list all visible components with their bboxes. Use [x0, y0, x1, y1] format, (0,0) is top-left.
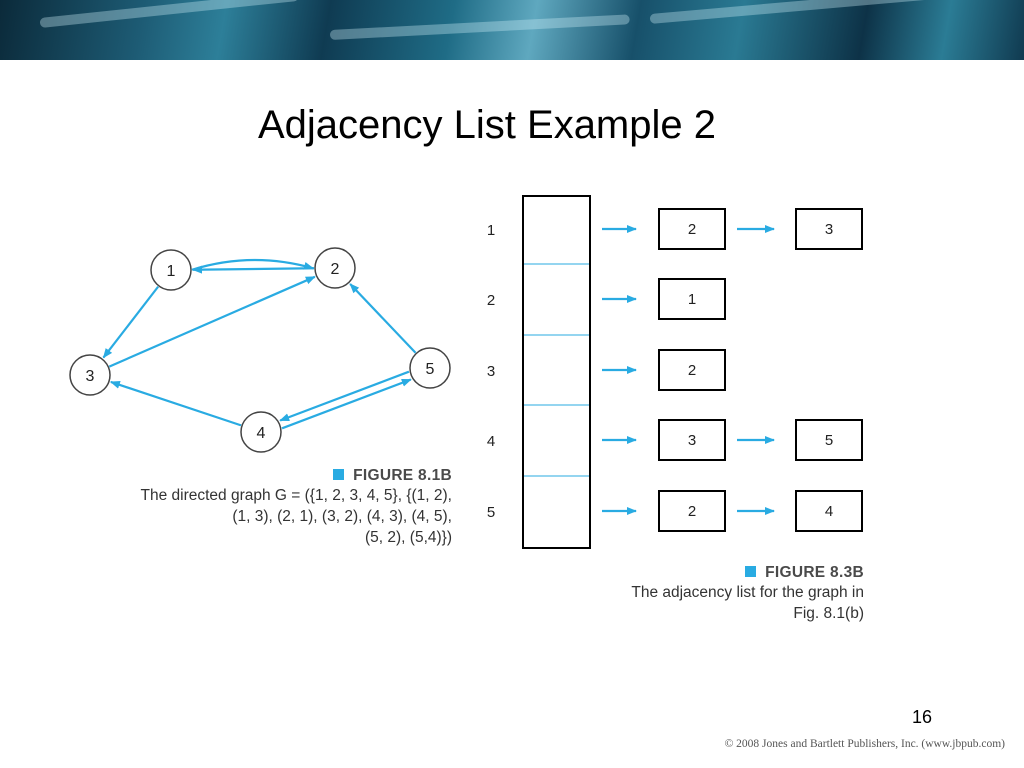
- graph-edges: [102, 258, 417, 430]
- list-node-box: [658, 208, 726, 250]
- vertex-array: [522, 195, 591, 549]
- list-node-value: 5: [825, 432, 833, 449]
- graph-nodes: 1 2 3 4 5: [69, 247, 451, 453]
- adjacency-row-1: 1 2 3: [487, 208, 863, 250]
- graph-node-circle: [150, 249, 192, 291]
- list-node-box: [795, 419, 863, 461]
- vertex-label: 3: [487, 363, 495, 380]
- list-node-value: 3: [825, 221, 833, 238]
- graph-edge-3-2: [108, 275, 316, 368]
- banner-streak: [329, 14, 630, 40]
- figure-8-3b-caption: FIGURE 8.3B The adjacency list for the g…: [520, 564, 864, 624]
- graph-node-circle: [409, 347, 451, 389]
- list-node-box: [658, 349, 726, 391]
- list-node-value: 1: [688, 291, 696, 308]
- figure-8-3b-heading: FIGURE 8.3B: [520, 564, 864, 582]
- list-node-box: [658, 419, 726, 461]
- graph-node-2: 2: [314, 247, 356, 289]
- list-node-box: [795, 490, 863, 532]
- figure-8-3b-heading-text: FIGURE 8.3B: [765, 564, 864, 581]
- figure-8-1b-caption: FIGURE 8.1B The directed graph G = ({1, …: [60, 467, 452, 548]
- vertex-label: 4: [487, 433, 495, 450]
- list-node-value: 3: [688, 432, 696, 449]
- graph-node-label: 2: [331, 261, 340, 278]
- graph-node-circle: [240, 411, 282, 453]
- page-number: 16: [912, 707, 933, 727]
- list-node-value: 4: [825, 503, 833, 520]
- graph-edge-4-5: [281, 378, 412, 430]
- list-node-box: [658, 278, 726, 320]
- header-banner: [0, 0, 1024, 60]
- graph-node-label: 3: [86, 368, 95, 385]
- graph-node-label: 5: [426, 361, 435, 378]
- vertex-label: 2: [487, 292, 495, 309]
- caption-bullet-icon: [745, 566, 757, 577]
- caption-line: Fig. 8.1(b): [793, 605, 864, 622]
- figure-8-1b-heading: FIGURE 8.1B: [60, 467, 452, 485]
- graph-edge-5-4: [279, 370, 410, 422]
- graph-node-circle: [69, 354, 111, 396]
- graph-node-circle: [314, 247, 356, 289]
- directed-graph-diagram: 1 2 3 4 5: [69, 247, 451, 453]
- graph-edge-4-3: [109, 380, 242, 427]
- graph-node-1: 1: [150, 249, 192, 291]
- vertex-label: 1: [487, 222, 495, 239]
- copyright-notice: © 2008 Jones and Bartlett Publishers, In…: [724, 738, 1005, 750]
- caption-line: The directed graph G = ({1, 2, 3, 4, 5},…: [140, 487, 452, 504]
- list-node-value: 2: [688, 221, 696, 238]
- caption-line: The adjacency list for the graph in: [631, 584, 864, 601]
- figure-8-1b-heading-text: FIGURE 8.1B: [353, 467, 452, 484]
- caption-line: (5, 2), (5,4)}): [365, 529, 452, 546]
- graph-edge-2-1: [191, 265, 315, 274]
- caption-line: (1, 3), (2, 1), (3, 2), (4, 3), (4, 5),: [232, 508, 452, 525]
- slide-title: Adjacency List Example 2: [257, 103, 716, 147]
- graph-edge-5-2: [349, 283, 417, 354]
- list-node-value: 2: [688, 503, 696, 520]
- vertex-label: 5: [487, 504, 495, 521]
- banner-streak: [649, 0, 930, 24]
- list-node-box: [795, 208, 863, 250]
- graph-node-5: 5: [409, 347, 451, 389]
- caption-bullet-icon: [333, 469, 345, 480]
- graph-node-label: 1: [167, 263, 176, 280]
- adjacency-row-4: 4 3 5: [487, 404, 863, 461]
- list-node-box: [658, 490, 726, 532]
- list-node-value: 2: [688, 362, 696, 379]
- graph-edge-1-3: [102, 285, 160, 359]
- graph-node-4: 4: [240, 411, 282, 453]
- graph-edge-1-2: [191, 258, 314, 271]
- graph-node-3: 3: [69, 354, 111, 396]
- graph-node-label: 4: [257, 425, 266, 442]
- adjacency-row-5: 5 2 4: [487, 475, 863, 532]
- banner-streak: [39, 0, 300, 28]
